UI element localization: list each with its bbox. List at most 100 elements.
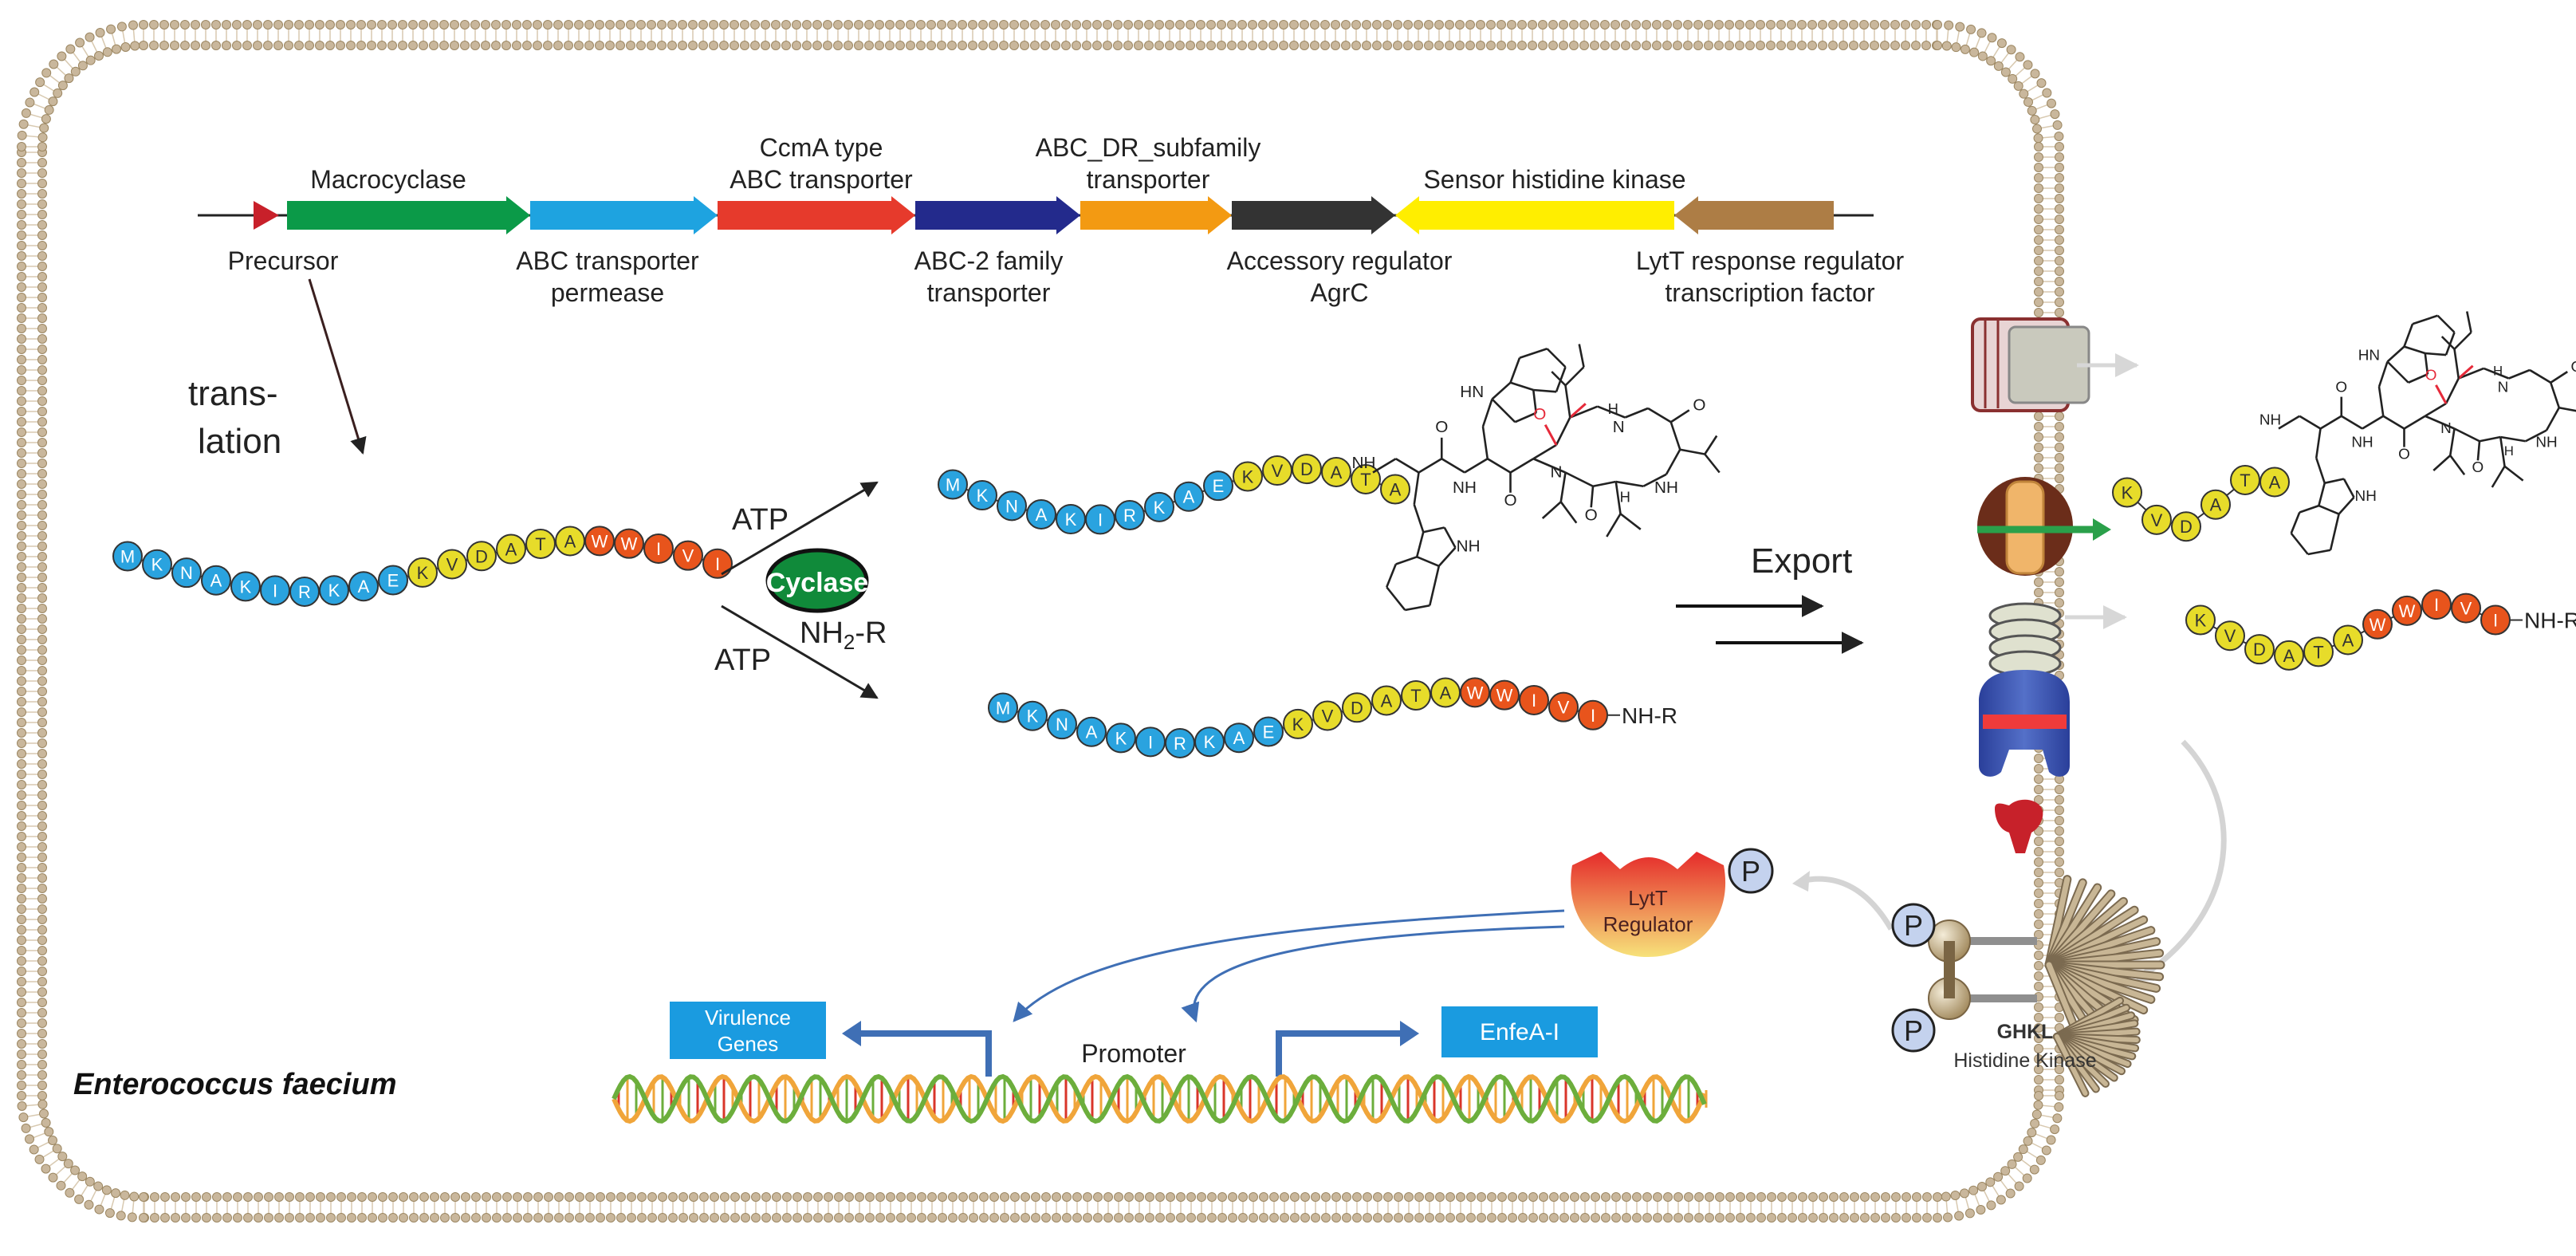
- export-cyclic-residue-1: V: [2142, 506, 2171, 534]
- export-linear-residue-2: D: [2245, 635, 2274, 663]
- precursor-residue-12: D: [467, 541, 496, 570]
- svg-text:M: M: [996, 699, 1010, 719]
- linear-residue-14: T: [1402, 681, 1430, 710]
- svg-text:O: O: [1435, 418, 1448, 436]
- cyclized-residue-11: V: [1263, 456, 1292, 485]
- precursor-residue-10: K: [408, 558, 437, 587]
- gene-arrow-abc2-family-transporter: [915, 196, 1080, 234]
- atp-top: ATP: [732, 503, 789, 537]
- svg-text:V: V: [682, 546, 694, 566]
- enfea-box: EnfeA-I: [1441, 1006, 1598, 1057]
- regulation-arrows: [1014, 911, 1564, 1021]
- svg-text:O: O: [1533, 405, 1546, 423]
- nh2r-label: NH2-R: [800, 616, 887, 654]
- svg-text:N: N: [180, 563, 193, 583]
- export-linear-residue-5: A: [2334, 625, 2362, 654]
- svg-text:O: O: [1693, 396, 1705, 414]
- svg-text:K: K: [2195, 611, 2207, 631]
- svg-text:W: W: [2399, 601, 2416, 621]
- linear-residue-3: A: [1077, 718, 1106, 746]
- linear-residue-19: V: [1549, 693, 1578, 722]
- svg-text:I: I: [715, 554, 720, 574]
- precursor-residue-20: I: [703, 549, 732, 578]
- svg-text:D: D: [2253, 640, 2266, 659]
- linear-residue-12: D: [1343, 693, 1371, 722]
- transporter-top-cylinder: [1972, 319, 2137, 411]
- precursor-residue-17: W: [615, 530, 643, 558]
- svg-text:NH: NH: [2351, 435, 2373, 451]
- svg-text:V: V: [1272, 461, 1284, 481]
- linear-residue-15: A: [1431, 678, 1460, 707]
- svg-text:O: O: [2570, 359, 2576, 376]
- export-linear-residue-9: V: [2452, 594, 2480, 623]
- svg-text:T: T: [1360, 470, 1371, 490]
- svg-text:K: K: [1292, 715, 1304, 734]
- svg-text:K: K: [1242, 467, 1254, 487]
- svg-text:A: A: [1233, 728, 1245, 748]
- gene-label-lytt-response-regulator-1: transcription factor: [1665, 278, 1875, 307]
- svg-text:A: A: [564, 531, 576, 551]
- gene-label-abc-dr-subfamily-transporter-0: ABC_DR_subfamily: [1036, 133, 1261, 162]
- cyclized-residue-5: I: [1086, 505, 1115, 534]
- export-linear-residue-6: W: [2363, 610, 2392, 639]
- precursor-residue-15: A: [556, 526, 584, 555]
- svg-text:E: E: [1213, 476, 1225, 496]
- export-linear-residue-3: A: [2275, 641, 2303, 670]
- organism-label: Enterococcus faecium: [73, 1068, 396, 1101]
- transporter-cyclic-export: [1977, 477, 2111, 576]
- svg-text:D: D: [475, 546, 488, 566]
- virulence-label-1: Virulence: [705, 1006, 791, 1030]
- export-linear-residue-0: K: [2186, 606, 2215, 635]
- phospho-kinase-0: P: [1893, 904, 1934, 946]
- svg-text:A: A: [1390, 480, 1402, 500]
- svg-text:K: K: [417, 563, 429, 583]
- svg-text:O: O: [1585, 506, 1598, 524]
- export-linear-suffix: NH-R: [2524, 608, 2576, 633]
- export-linear-residue-4: T: [2304, 637, 2333, 666]
- signal-receptor-red: [1995, 800, 2043, 853]
- export-linear-residue-8: I: [2422, 590, 2451, 619]
- linear-residue-9: E: [1254, 718, 1283, 746]
- svg-text:D: D: [2180, 517, 2193, 537]
- svg-text:W: W: [592, 531, 608, 551]
- export-cyclic-residue-5: A: [2260, 467, 2289, 496]
- precursor-residue-2: N: [172, 558, 201, 587]
- gene-arrow-accessory-regulator-agrc: [1232, 196, 1395, 234]
- svg-text:N: N: [1056, 715, 1068, 734]
- svg-text:V: V: [2224, 626, 2236, 646]
- svg-text:V: V: [1558, 698, 1570, 718]
- precursor-residue-5: I: [261, 576, 289, 604]
- linear-residue-11: V: [1313, 701, 1342, 730]
- gene-arrow-ccma-abc-transporter: [718, 196, 915, 234]
- dna-helix: [614, 1077, 1706, 1121]
- svg-text:K: K: [328, 581, 340, 600]
- svg-text:I: I: [1098, 510, 1103, 530]
- svg-text:K: K: [240, 577, 252, 597]
- svg-text:R: R: [1123, 506, 1136, 526]
- svg-text:A: A: [1381, 691, 1393, 711]
- linear-residue-5: I: [1136, 727, 1165, 756]
- lytt-label-2: Regulator: [1603, 912, 1693, 936]
- svg-text:O: O: [2425, 368, 2437, 384]
- svg-text:A: A: [1036, 505, 1048, 525]
- svg-text:O: O: [2335, 379, 2347, 396]
- cyclized-residue-0: M: [938, 471, 967, 499]
- svg-text:K: K: [2122, 483, 2134, 503]
- lytt-regulator: LytT Regulator P: [1571, 849, 1772, 957]
- cell-membrane: [18, 21, 2064, 1223]
- svg-text:I: I: [1532, 691, 1536, 711]
- linear-residue-7: K: [1195, 727, 1224, 756]
- precursor-residue-11: V: [438, 549, 466, 578]
- precursor-residue-9: E: [379, 566, 407, 595]
- export-linear-residue-10: I: [2481, 606, 2510, 635]
- precursor-residue-0: M: [113, 542, 142, 571]
- svg-text:I: I: [656, 539, 661, 559]
- svg-text:A: A: [1086, 722, 1098, 742]
- transporter-blue-channel: [1979, 670, 2070, 777]
- precursor-residue-4: K: [231, 572, 260, 600]
- gene-label-accessory-regulator-agrc-0: Accessory regulator: [1227, 246, 1453, 275]
- svg-text:HN: HN: [1460, 383, 1484, 401]
